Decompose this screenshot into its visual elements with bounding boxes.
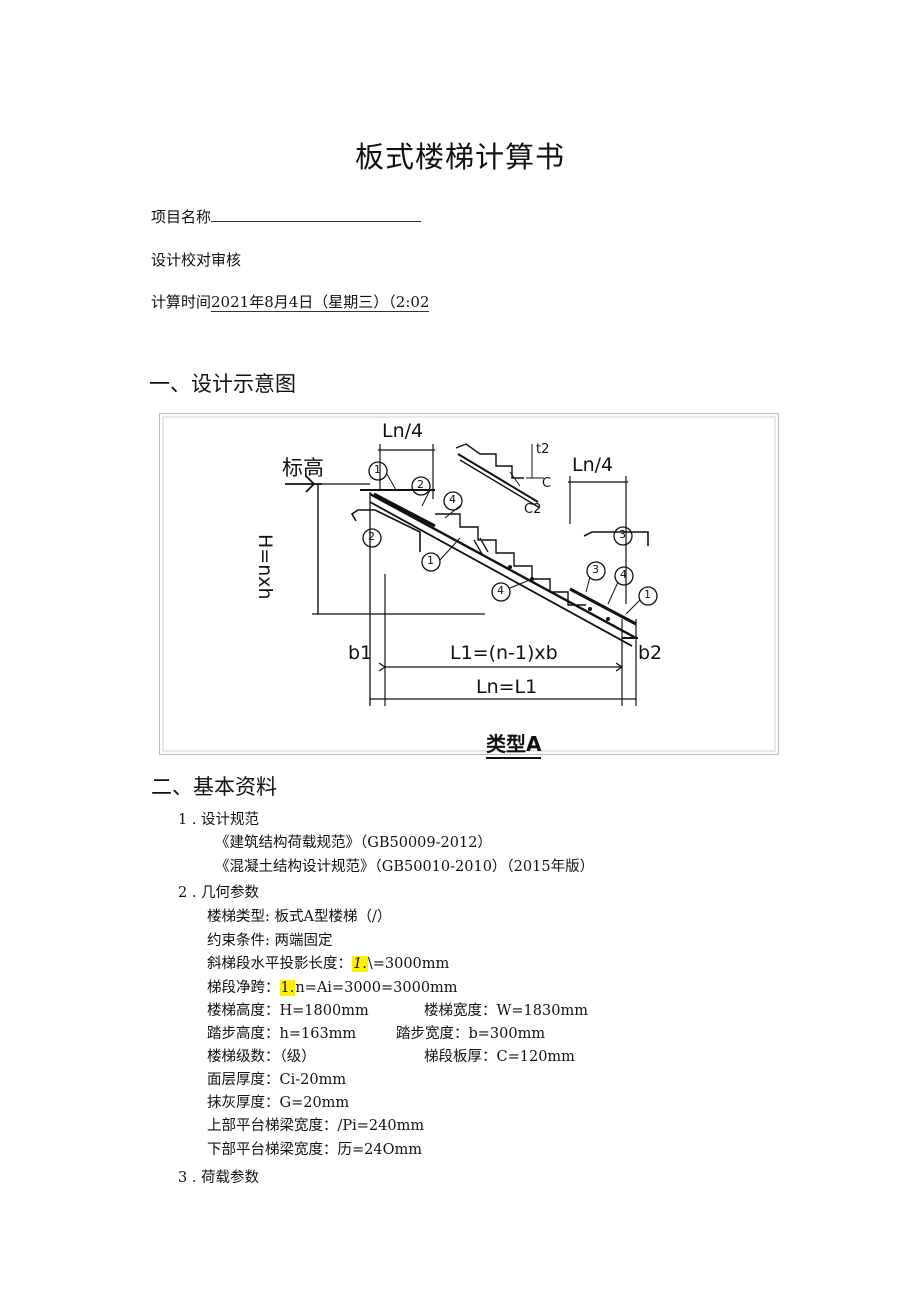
calc-time-label: 计算时间 xyxy=(151,293,212,311)
code-concrete: 《混凝土结构设计规范》（GB50010-2010）（2015年版） xyxy=(215,859,595,875)
item-load-label: 3 . 荷载参数 xyxy=(178,1170,260,1186)
circle-4-bottom: 4 xyxy=(620,568,627,581)
stair-height: 楼梯高度：H=1800mm xyxy=(207,1003,369,1019)
circle-2-top: 2 xyxy=(417,478,424,491)
horiz-projection-value: \=3000mm xyxy=(367,956,450,972)
project-name-blank xyxy=(211,207,422,222)
code-load: 《建筑结构荷载规范》（GB50009-2012） xyxy=(215,835,492,851)
label-t2: t2 xyxy=(536,442,550,457)
plaster-thickness: 抹灰厚度：G=20mm xyxy=(207,1095,350,1111)
label-c2: C2 xyxy=(524,502,542,517)
label-b1: b1 xyxy=(348,642,373,664)
net-span-value: n=Ai=3000=3000mm xyxy=(295,980,458,996)
section-heading-basic-data: 二、基本资料 xyxy=(151,775,277,799)
step-height: 踏步高度：h=163mm xyxy=(207,1026,357,1042)
stair-width: 楼梯宽度：W=1830mm xyxy=(424,1003,588,1019)
upper-beam-width: 上部平台梯梁宽度：/Pi=240mm xyxy=(207,1118,425,1134)
label-b2: b2 xyxy=(638,642,663,664)
circle-1-bottom: 1 xyxy=(644,588,651,601)
calc-time-value: 2021年8月4日（星期三）（2:02 xyxy=(211,293,430,312)
net-span-symbol: 1. xyxy=(279,980,296,996)
item-geometry-label: 2 . 几何参数 xyxy=(178,885,260,901)
horiz-projection-prefix: 斜梯段水平投影长度： xyxy=(207,956,352,972)
label-ln: Ln=L1 xyxy=(476,676,538,698)
label-type-a: 类型A xyxy=(486,728,542,759)
project-name-row: 项目名称 xyxy=(151,206,422,227)
item-design-codes-label: 1 . 设计规范 xyxy=(178,812,260,828)
circle-3-right: 3 xyxy=(619,528,626,541)
label-h: H=nxh xyxy=(254,534,276,600)
label-ln4-top: Ln/4 xyxy=(382,420,424,442)
constraint: 约束条件: 两端固定 xyxy=(207,933,333,949)
circle-4-mid: 4 xyxy=(497,584,504,597)
horiz-projection-row: 斜梯段水平投影长度：1.\=3000mm xyxy=(207,952,449,973)
label-l1: L1=(n-1)xb xyxy=(450,642,558,664)
calc-time-row: 计算时间2021年8月4日（星期三）（2:02 xyxy=(151,291,430,312)
stair-diagram: 标高 Ln/4 Ln/4 H=nxh b1 b2 L1=(n-1)xb Ln=L… xyxy=(159,413,779,759)
circle-4-top: 4 xyxy=(449,493,456,506)
label-ln4-right: Ln/4 xyxy=(572,454,614,476)
step-count: 楼梯级数：（级） xyxy=(207,1049,316,1065)
lower-beam-width: 下部平台梯梁宽度：历=24Omm xyxy=(207,1142,422,1158)
net-span-prefix: 梯段净跨： xyxy=(207,980,280,996)
design-review-label: 设计校对审核 xyxy=(151,251,242,269)
circle-1-mid: 1 xyxy=(427,554,434,567)
section-heading-diagram: 一、设计示意图 xyxy=(149,372,296,396)
circle-1-top: 1 xyxy=(374,463,381,476)
project-name-label: 项目名称 xyxy=(151,208,212,226)
label-c: C xyxy=(542,476,552,491)
circle-3-bottom: 3 xyxy=(592,563,599,576)
page-title: 板式楼梯计算书 xyxy=(354,140,565,174)
slab-thickness: 梯段板厚：C=120mm xyxy=(424,1049,575,1065)
label-biaogao: 标高 xyxy=(282,456,324,480)
horiz-projection-symbol: 1. xyxy=(352,956,368,972)
step-width: 踏步宽度：b=300mm xyxy=(396,1026,546,1042)
surface-thickness: 面层厚度：Ci-20mm xyxy=(207,1072,347,1088)
net-span-row: 梯段净跨：1.n=Ai=3000=3000mm xyxy=(207,976,458,997)
circle-2-left: 2 xyxy=(368,530,375,543)
stair-type: 楼梯类型: 板式A型楼梯（/） xyxy=(207,909,392,925)
